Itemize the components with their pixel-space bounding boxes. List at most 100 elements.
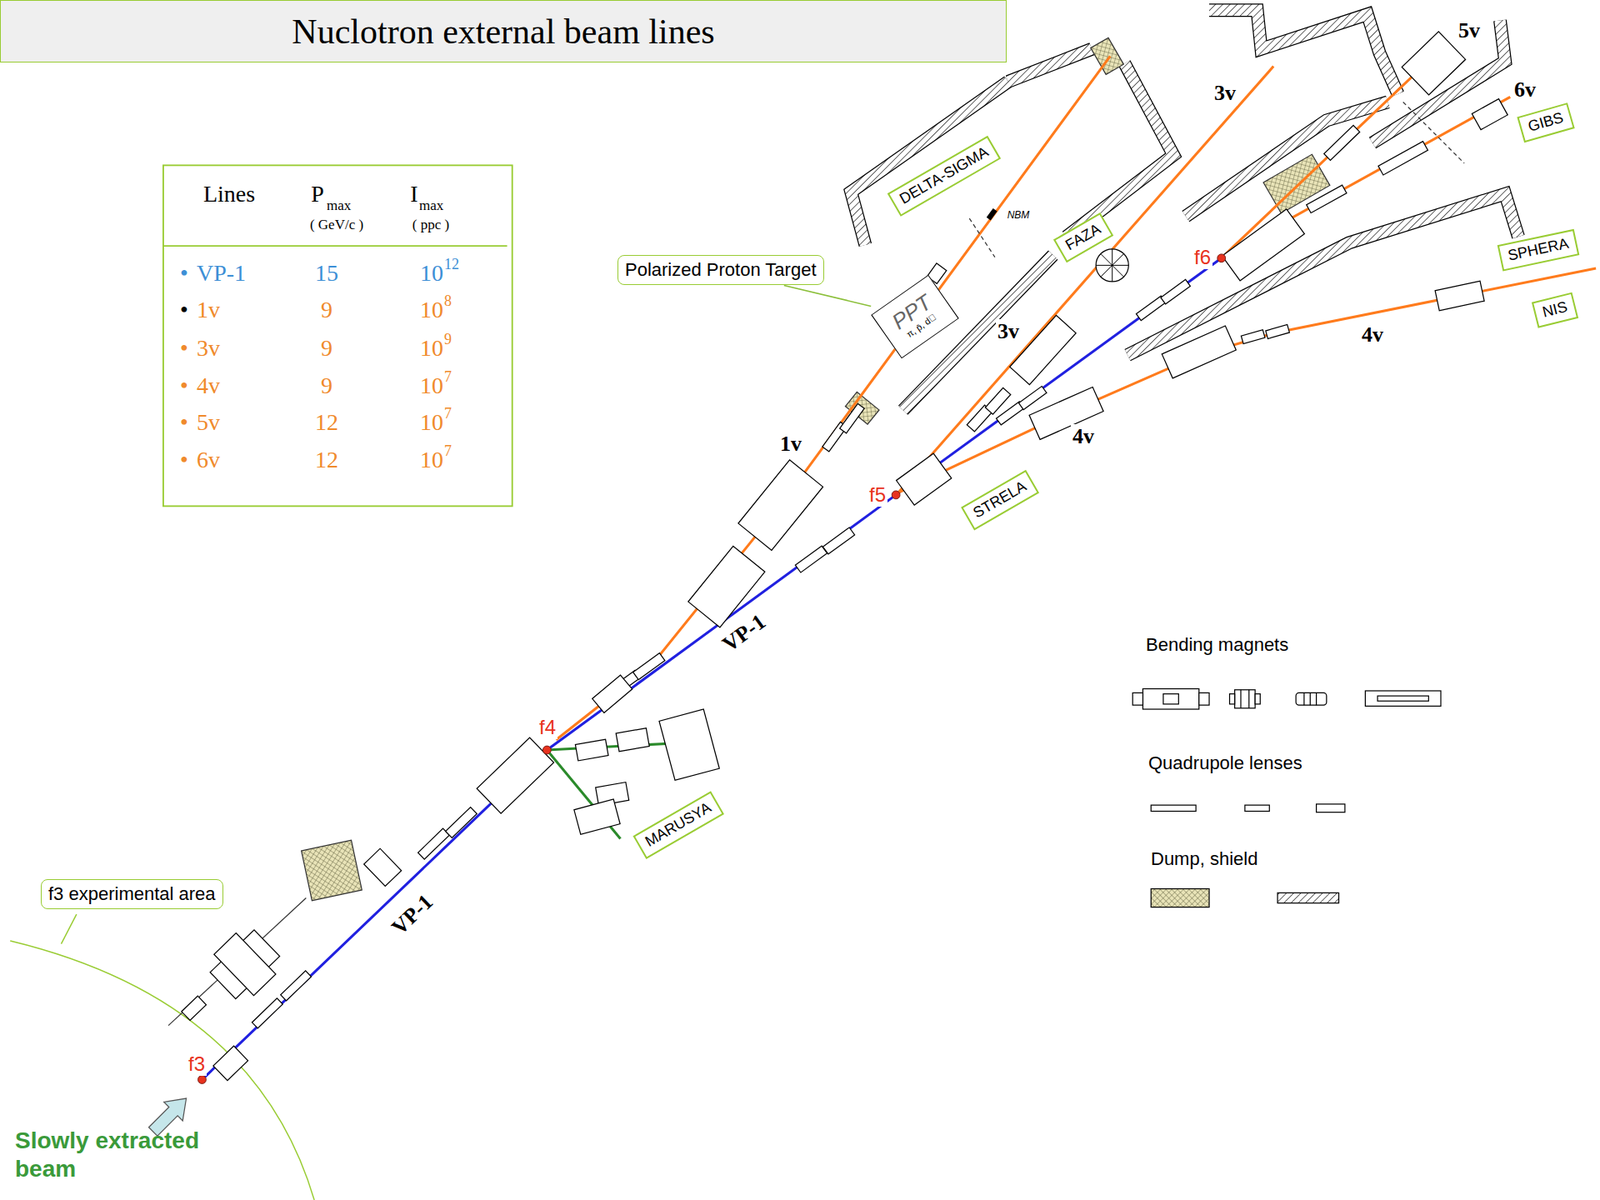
art-rect bbox=[574, 799, 620, 835]
table-cell: 12 bbox=[315, 409, 339, 436]
table-cell: 10 bbox=[420, 260, 444, 287]
art-rect bbox=[364, 848, 402, 886]
art-rect bbox=[987, 209, 997, 220]
art-path bbox=[1095, 249, 1129, 282]
legend-text: Dump, shield bbox=[1150, 848, 1258, 870]
art-path bbox=[1209, 10, 1399, 94]
art-path bbox=[1066, 63, 1175, 237]
callout-box: Polarized Proton Target bbox=[617, 255, 825, 285]
art-rect bbox=[1150, 805, 1196, 811]
focus-label: f5 bbox=[867, 483, 888, 507]
node-text: STRELA bbox=[970, 477, 1030, 521]
focus-label: f6 bbox=[1192, 245, 1213, 270]
line-label: 3v bbox=[995, 319, 1021, 345]
table-cell: ( ppc ) bbox=[412, 216, 450, 234]
focus-point bbox=[198, 254, 1226, 1085]
callout-box: f3 experimental area bbox=[40, 879, 224, 910]
focus-label: f3 bbox=[186, 1052, 207, 1076]
table-cell: • bbox=[180, 446, 189, 474]
line-label: NBM bbox=[1006, 209, 1031, 221]
table-cell: 10 bbox=[420, 409, 444, 436]
table-cell: 12 bbox=[315, 446, 339, 474]
table-cell: 9 bbox=[320, 372, 333, 400]
art-rect bbox=[1090, 37, 1125, 75]
art-circle bbox=[1217, 254, 1226, 263]
table-cell: 10 bbox=[420, 372, 444, 400]
art-path bbox=[1224, 55, 1434, 255]
node-text: NIS bbox=[1540, 298, 1570, 321]
line-label: 4v bbox=[1360, 322, 1385, 348]
art-rect bbox=[840, 403, 865, 433]
table-cell: 15 bbox=[315, 260, 339, 287]
table-cell: 3v bbox=[196, 335, 220, 362]
art-path bbox=[1066, 63, 1175, 237]
orange-beamlines bbox=[555, 55, 1596, 740]
art-rect bbox=[1471, 99, 1508, 130]
art-path bbox=[1240, 690, 1250, 709]
art-rect bbox=[896, 453, 952, 505]
art-path bbox=[1008, 49, 1092, 82]
art-path bbox=[898, 268, 1597, 493]
art-rect bbox=[210, 930, 280, 1000]
table-cell: • bbox=[180, 409, 189, 436]
leader-connector bbox=[784, 285, 871, 306]
line-label: 5v bbox=[1456, 18, 1482, 44]
title-band: Nuclotron external beam lines bbox=[0, 0, 1007, 63]
node-text: f3 experimental area bbox=[48, 883, 216, 905]
table-rule bbox=[163, 245, 508, 247]
art-rect bbox=[214, 933, 276, 996]
art-rect bbox=[1365, 690, 1441, 706]
art-path bbox=[850, 81, 1009, 245]
table-cell: • bbox=[180, 335, 189, 362]
art-rect bbox=[1199, 692, 1210, 705]
table-cell: 6v bbox=[196, 446, 220, 474]
faza-detector bbox=[1095, 249, 1129, 282]
table-frame bbox=[163, 165, 513, 506]
table-cell: I bbox=[410, 180, 418, 208]
art-path bbox=[1127, 194, 1519, 355]
line-label: 3v bbox=[1212, 80, 1238, 106]
art-rect bbox=[822, 527, 855, 555]
table-cell: 5v bbox=[196, 409, 220, 436]
magnet-elements bbox=[181, 31, 1508, 1081]
art-rect bbox=[1377, 695, 1429, 701]
table-cell: P bbox=[310, 180, 325, 208]
art-rect bbox=[1324, 125, 1360, 160]
wall-outline bbox=[850, 10, 1519, 410]
table-cell: 8 bbox=[444, 292, 452, 310]
art-rect bbox=[251, 998, 283, 1029]
line-label: 4v bbox=[1070, 424, 1096, 450]
side-line bbox=[168, 898, 306, 1026]
table-cell: • bbox=[180, 372, 189, 400]
art-rect bbox=[1435, 280, 1485, 310]
art-path bbox=[555, 55, 1110, 740]
line-label: 6v bbox=[1512, 77, 1538, 103]
experiment-tag: NIS bbox=[1531, 292, 1579, 329]
art-rect bbox=[1245, 805, 1270, 811]
art-path bbox=[1185, 101, 1388, 216]
art-path bbox=[969, 218, 995, 258]
table-cell: • bbox=[180, 260, 189, 287]
art-rect bbox=[1221, 209, 1305, 281]
art-rect bbox=[1135, 295, 1165, 321]
art-rect bbox=[213, 1045, 249, 1080]
art-rect bbox=[1018, 386, 1046, 410]
node-text: MARUSYA bbox=[642, 799, 715, 850]
leader-line bbox=[60, 914, 76, 945]
art-rect bbox=[418, 828, 450, 860]
table-cell: Lines bbox=[203, 180, 255, 208]
node-text: SPHERA bbox=[1506, 235, 1571, 265]
table-cell: VP-1 bbox=[196, 260, 246, 287]
table-cell: 10 bbox=[420, 335, 444, 362]
target-box: PPTπ, p̄, d⃗ bbox=[870, 275, 960, 360]
art-rect bbox=[181, 995, 207, 1020]
art-rect bbox=[1316, 804, 1345, 813]
art-circle bbox=[891, 490, 900, 500]
art-rect bbox=[1161, 325, 1236, 379]
art-path bbox=[546, 742, 682, 750]
table-cell: 7 bbox=[444, 442, 452, 460]
legend-text: Quadrupole lenses bbox=[1148, 752, 1303, 775]
art-path bbox=[898, 66, 1275, 494]
